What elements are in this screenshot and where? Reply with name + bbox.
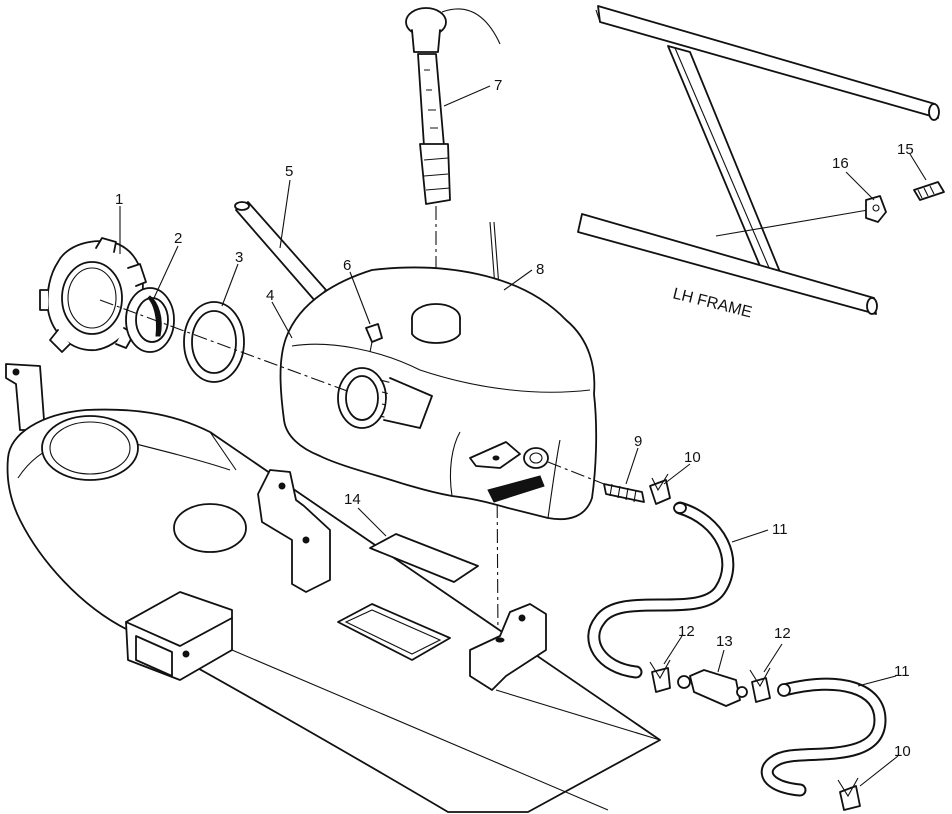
part-7-gauge [405,7,501,205]
callout-numbers: 1 2 3 4 5 6 7 8 9 10 10 11 11 12 12 13 1… [115,77,914,760]
leader-lines [119,85,927,787]
callout-6: 6 [343,257,351,274]
part-2-cap-ring [125,287,175,353]
part-1-fuel-cap [39,237,147,353]
callout-11-lower: 11 [894,663,910,680]
part-5-hose [234,201,327,303]
callout-16: 16 [832,155,849,172]
callout-12-right: 12 [774,625,791,642]
part-14-pad [369,533,479,583]
lower-frame-base [5,363,661,813]
part-3-washer [183,301,245,383]
callout-12-left: 12 [678,623,695,640]
part-15-bolt [913,181,945,201]
hose-assembly [587,473,887,811]
callout-10-upper: 10 [684,449,701,466]
callout-3: 3 [235,249,243,266]
callout-13: 13 [716,633,733,650]
callout-7: 7 [494,77,502,94]
callout-2: 2 [174,230,182,247]
callout-8: 8 [536,261,544,278]
callout-4: 4 [266,287,274,304]
callout-14: 14 [344,491,361,508]
callout-15: 15 [897,141,914,158]
frame-label: LH FRAME [671,285,754,321]
callout-10-lower: 10 [894,743,911,760]
part-6-clip [365,323,383,353]
callout-9: 9 [634,433,642,450]
callout-1: 1 [115,191,123,208]
part-9-fitting [603,483,645,503]
lh-frame [577,5,940,315]
callout-5: 5 [285,163,293,180]
part-4-fuel-tank [279,266,598,520]
part-16-clip [865,195,887,223]
callout-11-upper: 11 [772,521,788,538]
